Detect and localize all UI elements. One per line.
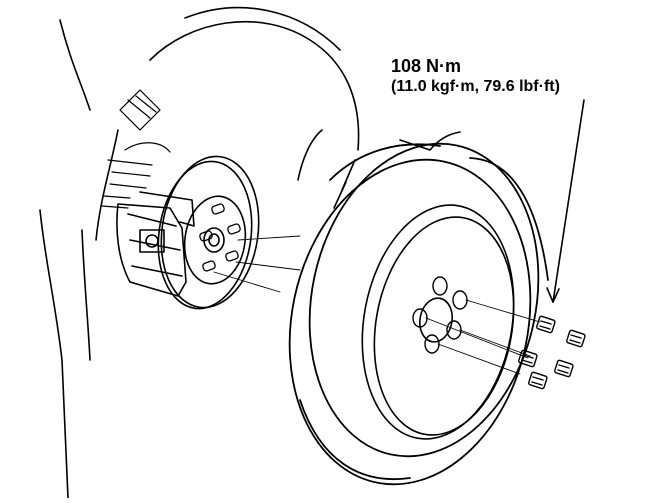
tire [260,122,566,498]
brake-caliper [117,192,194,296]
lug-nut [518,350,537,367]
stud-alignment-lines [214,236,300,292]
lug-nut [554,360,573,377]
wheel-studs [199,203,241,272]
fender-outline [40,8,460,498]
lug-nuts [518,316,585,389]
suspension-strut [102,90,170,208]
brake-rotor [149,150,268,315]
lug-alignment-lines [426,300,540,374]
torque-callout-arrow [547,100,584,302]
lug-nut [528,372,547,389]
torque-value: 108 N·m [391,56,462,76]
lug-nut [536,316,555,333]
lug-nut [566,330,585,347]
torque-alternate-units: (11.0 kgf·m, 79.6 lbf·ft) [391,78,560,95]
wheel-rim [345,193,532,451]
